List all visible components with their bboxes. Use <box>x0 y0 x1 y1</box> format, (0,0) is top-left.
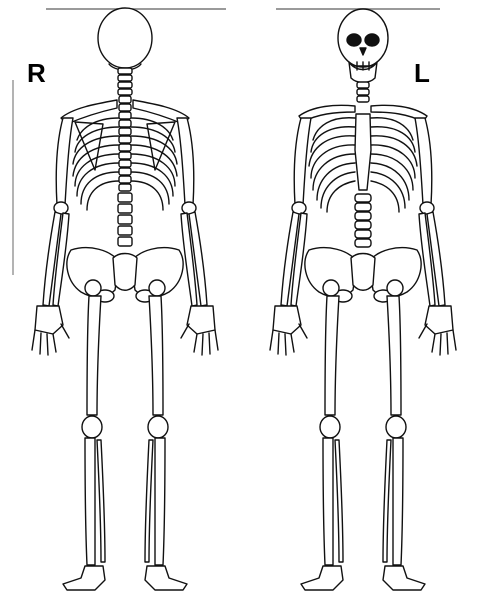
posterior-cervical-spine <box>118 68 132 95</box>
posterior-arm-left <box>32 118 73 355</box>
anterior-pelvis <box>305 248 421 302</box>
posterior-skull <box>98 8 152 68</box>
posterior-leg-right <box>145 280 187 590</box>
side-label-right: R <box>27 60 46 86</box>
posterior-pelvis <box>67 248 183 302</box>
anterior-skull <box>338 9 388 83</box>
anterior-skeleton-figure <box>270 9 456 590</box>
anterior-leg-left <box>301 280 343 590</box>
anterior-arm-left <box>270 118 311 355</box>
posterior-spine <box>118 96 132 246</box>
posterior-leg-left <box>63 280 105 590</box>
posterior-skeleton-figure <box>32 8 218 590</box>
posterior-arm-right <box>177 118 218 355</box>
side-label-left: L <box>414 60 430 86</box>
anterior-lumbar-spine <box>355 194 371 247</box>
anterior-sternum <box>355 114 371 190</box>
anterior-leg-right <box>383 280 425 590</box>
anterior-cervical-spine <box>357 82 369 102</box>
anterior-arm-right <box>415 118 456 355</box>
